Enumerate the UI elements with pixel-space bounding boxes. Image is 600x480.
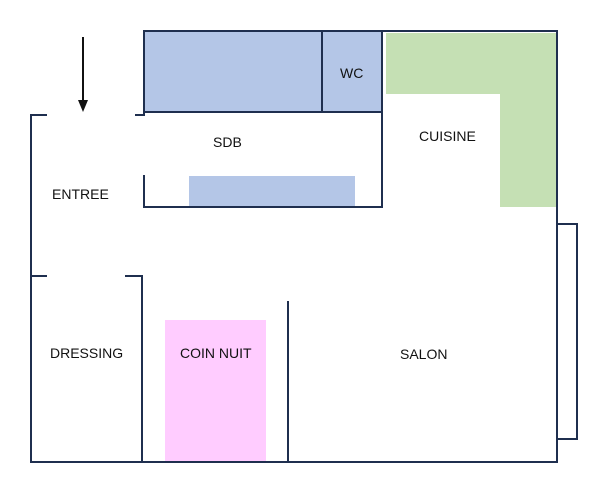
room-label-entree: ENTREE (52, 186, 109, 202)
walls (30, 30, 578, 463)
room-label-sdb: SDB (213, 134, 242, 150)
bathroom-fixture-top (144, 31, 322, 112)
wc-fixture (322, 31, 382, 112)
coin-nuit-bed-area (165, 320, 266, 462)
room-label-cuisine: CUISINE (419, 128, 476, 144)
bathroom-fixture-bottom (189, 176, 355, 207)
room-label-dressing: DRESSING (50, 345, 123, 361)
room-label-wc: WC (340, 65, 363, 81)
room-label-salon: SALON (400, 346, 447, 362)
kitchen-counter (386, 33, 557, 207)
down-arrow-icon (78, 37, 88, 112)
room-label-coin-nuit: COIN NUIT (180, 345, 252, 361)
window-frame (556, 223, 578, 440)
